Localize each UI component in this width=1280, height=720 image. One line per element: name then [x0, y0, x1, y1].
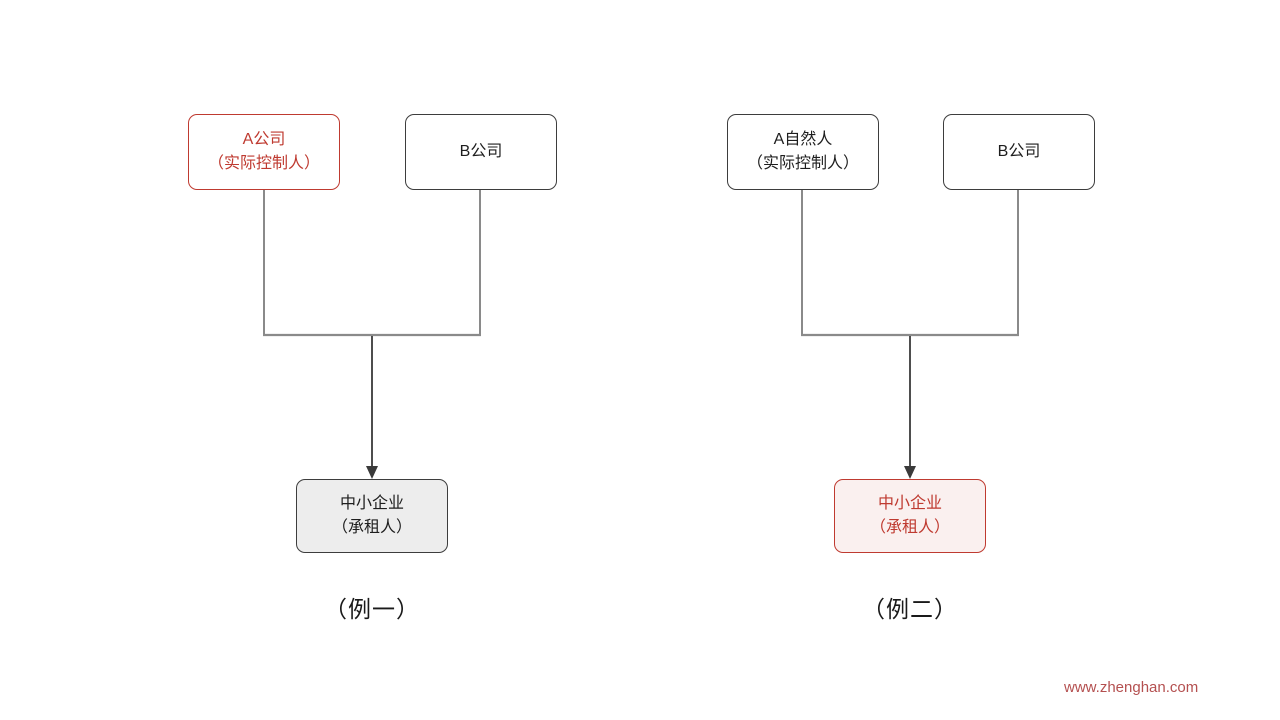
- node-b-company: B公司: [943, 114, 1095, 190]
- node-label-line1: B公司: [997, 143, 1041, 160]
- node-sme-lessee: 中小企业 （承租人）: [834, 479, 986, 553]
- node-label-line2: （承租人）: [869, 519, 950, 536]
- node-a-natural-person-controller: A自然人 （实际控制人）: [727, 114, 879, 190]
- node-sme-lessee: 中小企业 （承租人）: [296, 479, 448, 553]
- example2-connectors: [801, 190, 1019, 479]
- node-b-company: B公司: [405, 114, 557, 190]
- arrowhead-down-icon: [366, 466, 378, 479]
- node-label-line1: B公司: [459, 143, 503, 160]
- arrowhead-down-icon: [904, 466, 916, 479]
- node-label-line1: 中小企业: [339, 495, 404, 512]
- node-label-line1: A自然人: [773, 131, 833, 148]
- example1-connectors: [263, 190, 481, 479]
- node-label-line2: （实际控制人）: [207, 155, 320, 172]
- node-label-line1: A公司: [242, 131, 286, 148]
- watermark-url: www.zhenghan.com: [1064, 679, 1199, 696]
- node-a-company-controller: A公司 （实际控制人）: [188, 114, 340, 190]
- example1-caption: （例一）: [324, 596, 420, 622]
- node-label-line2: （承租人）: [331, 519, 412, 536]
- example2-caption: （例二）: [862, 596, 958, 622]
- node-label-line2: （实际控制人）: [746, 155, 859, 172]
- node-label-line1: 中小企业: [877, 495, 942, 512]
